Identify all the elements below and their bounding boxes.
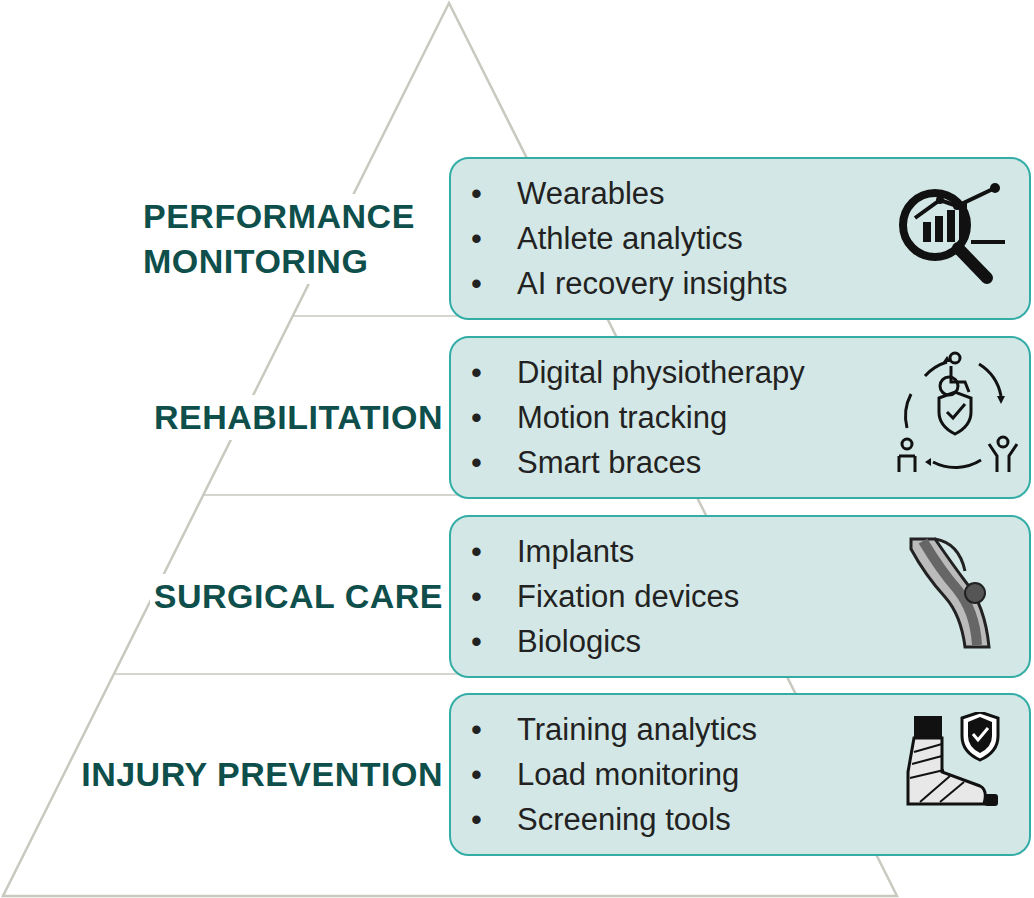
knee-joint-icon	[905, 535, 995, 653]
bullet-list: WearablesAthlete analyticsAI recovery in…	[451, 171, 788, 306]
foot-cast-icon	[900, 712, 1005, 812]
bullet-list: Digital physiotherapyMotion trackingSmar…	[451, 350, 805, 485]
bullet-item: Wearables	[451, 171, 788, 216]
tier-box: PERFORMANCE MONITORINGWearablesAthlete a…	[449, 157, 1031, 320]
tier-heading: REHABILITATION	[150, 395, 447, 440]
bullet-item: Smart braces	[451, 440, 805, 485]
tier-heading: PERFORMANCE MONITORING	[139, 194, 447, 284]
bullet-item: Screening tools	[451, 797, 757, 842]
rehab-cycle-icon	[893, 348, 1018, 476]
bullet-item: Training analytics	[451, 707, 757, 752]
tier-box: REHABILITATIONDigital physiotherapyMotio…	[449, 336, 1031, 499]
tier-heading: INJURY PREVENTION	[77, 752, 447, 797]
bullet-list: Training analyticsLoad monitoringScreeni…	[451, 707, 757, 842]
bullet-item: Athlete analytics	[451, 216, 788, 261]
bullet-item: AI recovery insights	[451, 261, 788, 306]
tier-heading: SURGICAL CARE	[150, 574, 447, 619]
bullet-item: Implants	[451, 529, 739, 574]
bullet-item: Fixation devices	[451, 574, 739, 619]
bullet-list: ImplantsFixation devicesBiologics	[451, 529, 739, 664]
bullet-item: Motion tracking	[451, 395, 805, 440]
analytics-icon	[895, 180, 1010, 290]
bullet-item: Digital physiotherapy	[451, 350, 805, 395]
bullet-item: Load monitoring	[451, 752, 757, 797]
bullet-item: Biologics	[451, 619, 739, 664]
